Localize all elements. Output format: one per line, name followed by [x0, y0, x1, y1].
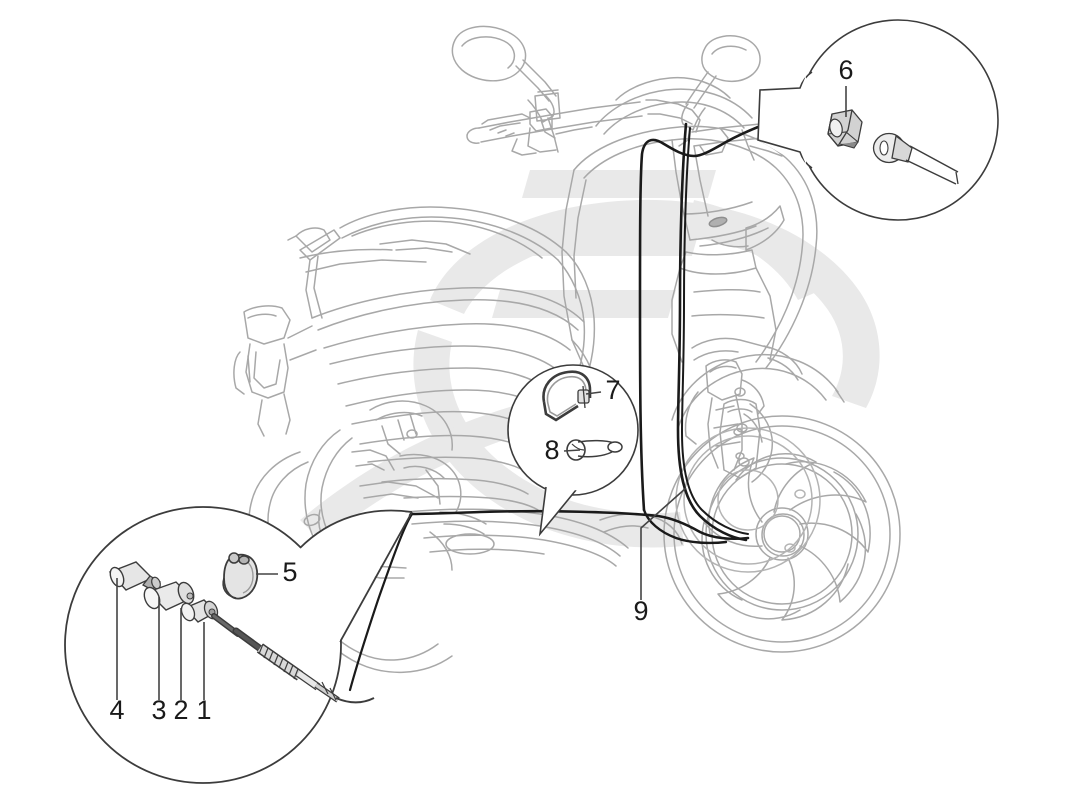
part-cable-clip [222, 552, 259, 600]
part-adjuster-barrel [108, 561, 162, 591]
label-8: 8 [544, 435, 559, 465]
speedometer-cable-inner [681, 127, 749, 535]
label-9: 9 [633, 596, 648, 626]
part-lock-nut [180, 599, 219, 623]
label-7: 7 [605, 375, 620, 405]
front-wheel [663, 353, 901, 653]
callout-bottom-left [64, 506, 413, 784]
label-4: 4 [109, 695, 124, 725]
front-brake-hose [638, 112, 804, 512]
leader-line-8 [563, 449, 581, 452]
label-5: 5 [282, 557, 297, 587]
speedometer-cable [676, 122, 748, 542]
rear-brake-cable-branch [348, 512, 414, 692]
label-2: 2 [173, 695, 188, 725]
callout-top-right [757, 19, 999, 221]
label-1: 1 [196, 695, 211, 725]
callout-center [507, 364, 639, 537]
label-3: 3 [151, 695, 166, 725]
leader-line-9 [640, 487, 687, 600]
label-6: 6 [838, 55, 853, 85]
leader-line-7 [585, 391, 602, 395]
front-shield [561, 76, 818, 399]
part-inner-cable [211, 613, 375, 704]
part-cable-clamp [827, 109, 863, 149]
part-cable-end-fitting [872, 132, 959, 185]
rear-tail-section [233, 305, 317, 437]
